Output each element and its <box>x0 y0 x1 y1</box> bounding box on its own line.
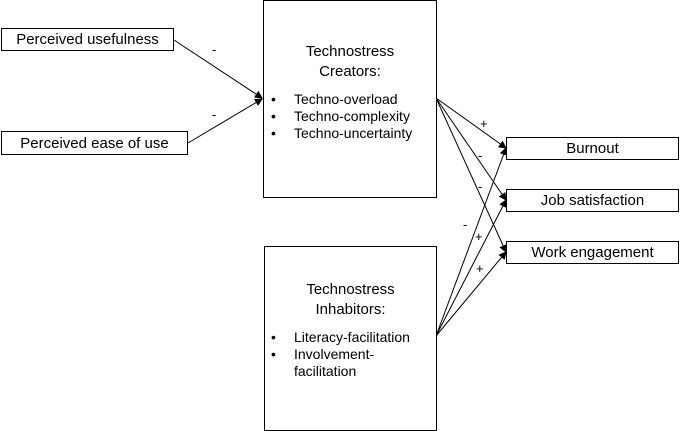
arrow-inhibitors-to-burnout <box>435 147 508 337</box>
job-satisfaction-label: Job satisfaction <box>540 192 645 209</box>
creators-item-techno-overload: Techno-overload <box>269 91 412 108</box>
sign-inhibitors-to-burnout: - <box>463 217 468 232</box>
creators-item-techno-complexity: Techno-complexity <box>269 108 412 125</box>
inhibitors-item-continuation: facilitation <box>294 363 357 379</box>
arrow-inhibitors-to-work-engagement <box>435 251 507 337</box>
work-engagement-label: Work engagement <box>531 244 654 261</box>
inhibitors-title-line1: Technostress <box>306 281 395 298</box>
technostress-creators-box: Technostress Creators: Techno-overload T… <box>263 0 437 198</box>
sign-ease-to-creators: - <box>212 107 217 122</box>
perceived-usefulness-label: Perceived usefulness <box>16 31 159 48</box>
sign-creators-to-job-satisfaction: - <box>478 148 483 163</box>
arrow-ease-to-creators <box>187 98 263 144</box>
perceived-ease-of-use-label: Perceived ease of use <box>20 134 169 152</box>
arrow-creators-to-work-engagement <box>435 97 507 253</box>
sign-creators-to-burnout: + <box>480 116 488 131</box>
arrow-creators-to-burnout <box>435 97 507 149</box>
burnout-box: Burnout <box>506 137 679 160</box>
creators-item-techno-uncertainty: Techno-uncertainty <box>269 125 412 142</box>
creators-title-line2: Creators: <box>319 63 381 80</box>
arrow-creators-to-job-satisfaction <box>435 97 507 201</box>
inhibitors-item-literacy-facilitation: Literacy-facilitation <box>269 329 410 346</box>
creators-list: Techno-overload Techno-complexity Techno… <box>269 91 412 142</box>
inhibitors-list: Literacy-facilitation Involvement- <box>269 329 410 363</box>
creators-title-line1: Technostress <box>305 43 395 60</box>
arrow-inhibitors-to-job-satisfaction <box>435 199 507 337</box>
inhibitors-item-involvement-facilitation: Involvement- <box>269 346 410 363</box>
sign-usefulness-to-creators: - <box>212 42 217 57</box>
sign-inhibitors-to-job-satisfaction: + <box>475 229 483 244</box>
job-satisfaction-box: Job satisfaction <box>506 189 679 212</box>
inhibitors-title-line2: Inhabitors: <box>315 301 386 318</box>
perceived-usefulness-box: Perceived usefulness <box>1 28 174 51</box>
sign-inhibitors-to-work-engagement: + <box>476 261 484 276</box>
technostress-inhibitors-box: Technostress Inhabitors: Literacy-facili… <box>264 246 437 431</box>
perceived-ease-of-use-box: Perceived ease of use <box>1 131 188 155</box>
arrow-usefulness-to-creators <box>173 39 263 99</box>
work-engagement-box: Work engagement <box>506 241 679 264</box>
burnout-label: Burnout <box>566 140 619 157</box>
sign-creators-to-work-engagement: - <box>478 179 483 194</box>
